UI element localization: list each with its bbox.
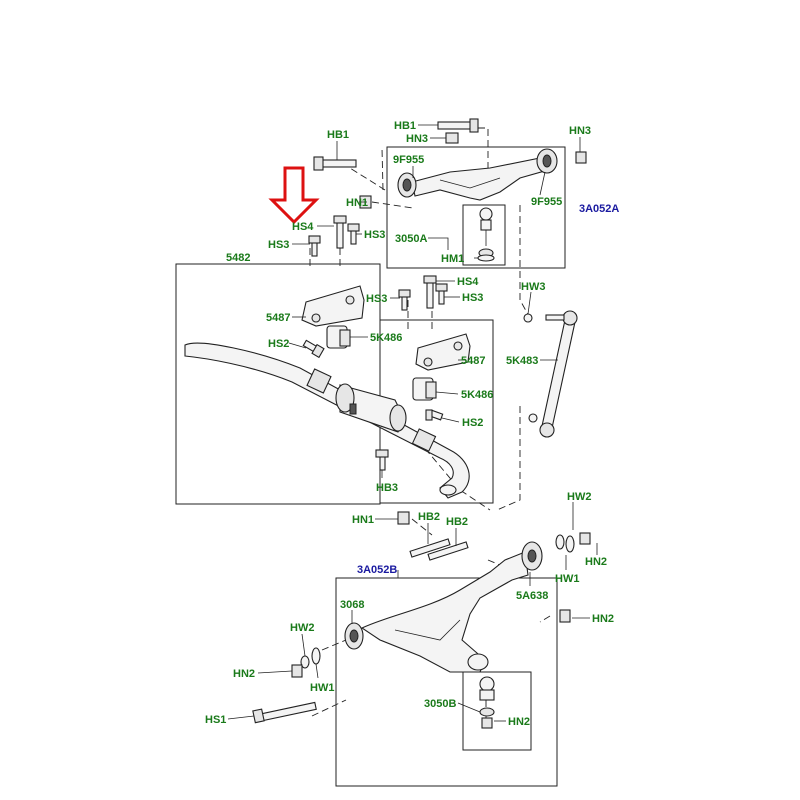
label-5482: 5482: [226, 252, 250, 264]
label-5487-left: 5487: [266, 312, 290, 324]
label-5a638: 5A638: [516, 590, 548, 602]
bracket-5487-right: [415, 333, 471, 371]
label-hm1: HM1: [441, 253, 464, 265]
lower-arm-box: [335, 577, 558, 787]
hb3-bolt: [375, 449, 389, 471]
label-hw1-right: HW1: [555, 573, 579, 585]
label-3a052b: 3A052B: [357, 564, 397, 576]
label-9f955-left: 9F955: [393, 154, 424, 166]
label-hs3-upper-right: HS3: [364, 229, 385, 241]
hb1-left-bolt: [313, 156, 357, 171]
hn2-left-nut: [291, 664, 303, 678]
label-hn3-top: HN3: [406, 133, 428, 145]
dashed-centerlines: [309, 127, 551, 720]
hn3-top-nut: [445, 132, 459, 144]
hs3-upper-right-bolt: [347, 223, 360, 245]
hs3-mid-right-bolt: [435, 283, 448, 305]
label-3a052a: 3A052A: [579, 203, 619, 215]
balljoint-3050b: [479, 676, 495, 729]
hs3-mid-left-bolt: [398, 289, 411, 311]
hw1-right-washer: [565, 535, 575, 553]
label-hb1-top: HB1: [394, 120, 416, 132]
label-hn2-bottom: HN2: [508, 716, 530, 728]
label-hn3-right: HN3: [569, 125, 591, 137]
balljoint-3050a-box: [462, 204, 506, 266]
hs3-upper-left-bolt: [308, 235, 321, 257]
hn1-lower-nut: [397, 511, 410, 525]
label-hs3-mid-left: HS3: [366, 293, 387, 305]
label-hs1: HS1: [205, 714, 226, 726]
label-hw2-left: HW2: [290, 622, 314, 634]
hs4-upper-bolt: [333, 215, 347, 249]
stabilizer-actuator: [335, 383, 407, 433]
label-hn1-lower: HN1: [352, 514, 374, 526]
lower-control-arm: [344, 541, 543, 673]
label-5k483: 5K483: [506, 355, 538, 367]
label-3050b: 3050B: [424, 698, 456, 710]
label-hs3-mid-right: HS3: [462, 292, 483, 304]
hb1-top-bolt: [437, 118, 479, 133]
label-hs2-left: HS2: [268, 338, 289, 350]
hw3-washer: [523, 313, 533, 323]
red-down-arrow-icon: [268, 166, 320, 225]
stabilizer-link-5k483: [528, 310, 578, 438]
hs1-bolt: [252, 701, 317, 724]
label-9f955-right: 9F955: [531, 196, 562, 208]
label-hs4-mid: HS4: [457, 276, 479, 288]
label-hb1-left: HB1: [327, 129, 349, 141]
upper-arm-box: [386, 146, 566, 269]
label-hb2-b: HB2: [446, 516, 468, 528]
hw2-right-washer: [555, 534, 565, 550]
bushing-5k486-lower: [412, 377, 437, 401]
hn2-right-top-nut: [579, 532, 591, 545]
label-hb2-a: HB2: [418, 511, 440, 523]
bushing-5k486-upper: [326, 325, 351, 349]
label-hw3: HW3: [521, 281, 545, 293]
hw1-left-washer: [311, 647, 321, 665]
label-5k486-upper: 5K486: [370, 332, 402, 344]
label-hn2-left: HN2: [233, 668, 255, 680]
label-hw2-right: HW2: [567, 491, 591, 503]
leader-lines: [227, 124, 598, 722]
hn2-right-mid-nut: [559, 609, 571, 623]
label-3050a: 3050A: [395, 233, 427, 245]
label-hs3-upper-left: HS3: [268, 239, 289, 251]
hs2-right-bolt: [425, 409, 444, 421]
hs4-mid-bolt: [423, 275, 437, 309]
label-hs4-upper: HS4: [292, 221, 314, 233]
label-hn2-right-mid: HN2: [592, 613, 614, 625]
label-hn1-upper: HN1: [346, 197, 368, 209]
label-hb3: HB3: [376, 482, 398, 494]
label-hs2-right: HS2: [462, 417, 483, 429]
hb2-bolt-a: [409, 538, 451, 558]
label-hn2-right-top: HN2: [585, 556, 607, 568]
callout-labels: HB1 HB1 HN3 HN3 9F955 9F955 3A052A HN1 H…: [205, 120, 619, 728]
stabilizer-bar: [184, 342, 470, 499]
hn3-right-nut: [575, 151, 587, 164]
hb2-bolt-b: [427, 541, 469, 561]
label-5k486-lower: 5K486: [461, 389, 493, 401]
upper-control-arm: [397, 148, 558, 201]
label-3068: 3068: [340, 599, 364, 611]
label-5487-right: 5487: [461, 355, 485, 367]
bracket-5487-left: [301, 285, 365, 327]
balljoint-3050a: [477, 207, 495, 262]
label-hw1-left: HW1: [310, 682, 334, 694]
balljoint-3050b-box: [462, 671, 532, 751]
hs2-left-bolt: [302, 339, 325, 359]
